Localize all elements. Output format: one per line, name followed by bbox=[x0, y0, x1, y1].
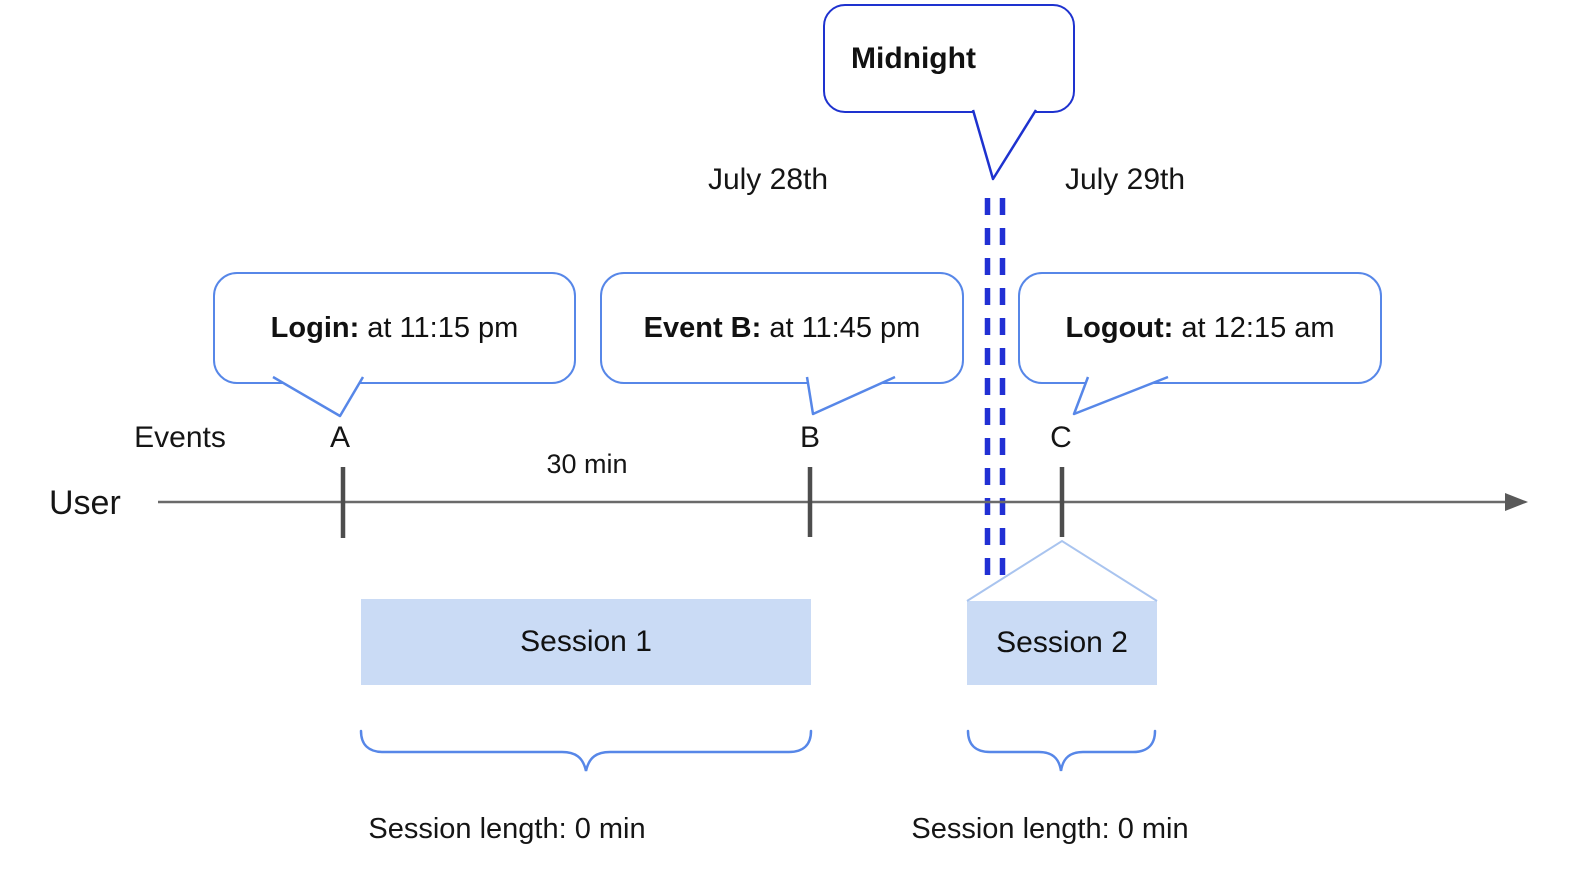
session-1-label: Session 1 bbox=[520, 625, 652, 658]
login-label: Login: bbox=[270, 311, 360, 344]
midnight-callout-tail bbox=[971, 109, 1038, 181]
midnight-callout: Midnight bbox=[823, 4, 1075, 113]
session-2-label: Session 2 bbox=[996, 626, 1128, 659]
login-callout: Login: at 11:15 pm bbox=[213, 272, 576, 384]
session-1-box: Session 1 bbox=[361, 599, 811, 685]
date-label-july-28: July 28th bbox=[707, 163, 829, 196]
timeline-arrowhead-icon bbox=[1505, 493, 1528, 511]
event-marker-label-b: B bbox=[799, 421, 820, 454]
logout-time: at 12:15 am bbox=[1173, 311, 1335, 344]
interval-label: 30 min bbox=[546, 449, 628, 479]
session-2-length-label: Session length: 0 min bbox=[911, 813, 1189, 845]
event-marker-label-a: A bbox=[329, 421, 350, 454]
logout-label: Logout: bbox=[1065, 311, 1174, 344]
midnight-label: Midnight bbox=[851, 41, 976, 75]
date-label-july-29: July 29th bbox=[1064, 163, 1186, 196]
logout-callout: Logout: at 12:15 am bbox=[1018, 272, 1382, 384]
event-b-time: at 11:45 pm bbox=[761, 311, 921, 344]
event-b-callout: Event B: at 11:45 pm bbox=[600, 272, 964, 384]
events-row-label: Events bbox=[134, 421, 226, 454]
session-1-length-label: Session length: 0 min bbox=[368, 813, 646, 845]
session-1-brace bbox=[359, 729, 813, 772]
session-2-brace bbox=[966, 729, 1157, 772]
session-2-box: Session 2 bbox=[967, 601, 1157, 685]
login-time: at 11:15 pm bbox=[359, 311, 519, 344]
user-label: User bbox=[49, 484, 121, 522]
event-marker-label-c: C bbox=[1050, 421, 1072, 454]
event-b-label: Event B: bbox=[643, 311, 762, 344]
session-2-connector bbox=[966, 539, 1158, 602]
